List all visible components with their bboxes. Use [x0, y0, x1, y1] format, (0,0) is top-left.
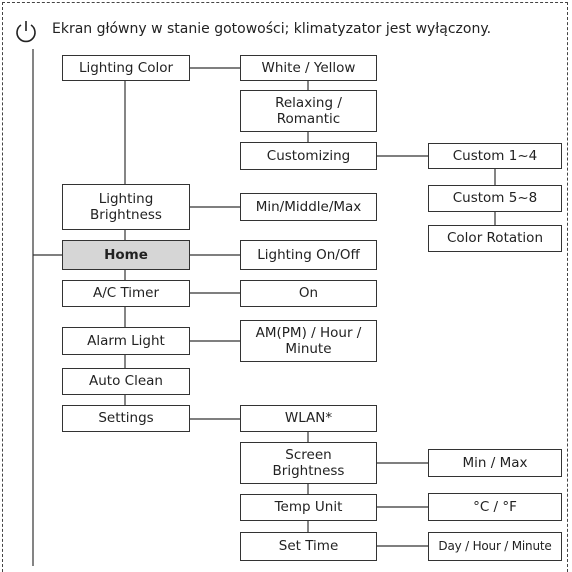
submenu-white-yellow[interactable]: White / Yellow: [240, 55, 377, 81]
menu-alarm-light[interactable]: Alarm Light: [62, 327, 190, 355]
option-custom-1-4[interactable]: Custom 1~4: [428, 143, 562, 169]
submenu-customizing[interactable]: Customizing: [240, 142, 377, 170]
submenu-screen-brightness[interactable]: Screen Brightness: [240, 442, 377, 484]
power-icon: [16, 21, 36, 43]
option-color-rotation[interactable]: Color Rotation: [428, 225, 562, 252]
submenu-temp-unit[interactable]: Temp Unit: [240, 494, 377, 521]
menu-home[interactable]: Home: [62, 240, 190, 270]
option-min-max[interactable]: Min / Max: [428, 449, 562, 477]
option-day-hour-minute[interactable]: Day / Hour / Minute: [428, 532, 562, 561]
submenu-set-time[interactable]: Set Time: [240, 532, 377, 561]
standby-caption: Ekran główny w stanie gotowości; klimaty…: [52, 21, 492, 37]
submenu-am-pm-hour-minute[interactable]: AM(PM) / Hour / Minute: [240, 320, 377, 362]
submenu-lighting-on-off[interactable]: Lighting On/Off: [240, 240, 377, 270]
submenu-min-middle-max[interactable]: Min/Middle/Max: [240, 193, 377, 221]
menu-ac-timer[interactable]: A/C Timer: [62, 280, 190, 307]
submenu-on[interactable]: On: [240, 280, 377, 307]
option-celsius-fahrenheit[interactable]: °C / °F: [428, 493, 562, 521]
submenu-relaxing-romantic[interactable]: Relaxing / Romantic: [240, 90, 377, 132]
option-custom-5-8[interactable]: Custom 5~8: [428, 185, 562, 212]
menu-lighting-color[interactable]: Lighting Color: [62, 55, 190, 81]
submenu-wlan[interactable]: WLAN*: [240, 405, 377, 432]
menu-settings[interactable]: Settings: [62, 405, 190, 432]
menu-lighting-brightness[interactable]: Lighting Brightness: [62, 184, 190, 230]
menu-auto-clean[interactable]: Auto Clean: [62, 368, 190, 395]
